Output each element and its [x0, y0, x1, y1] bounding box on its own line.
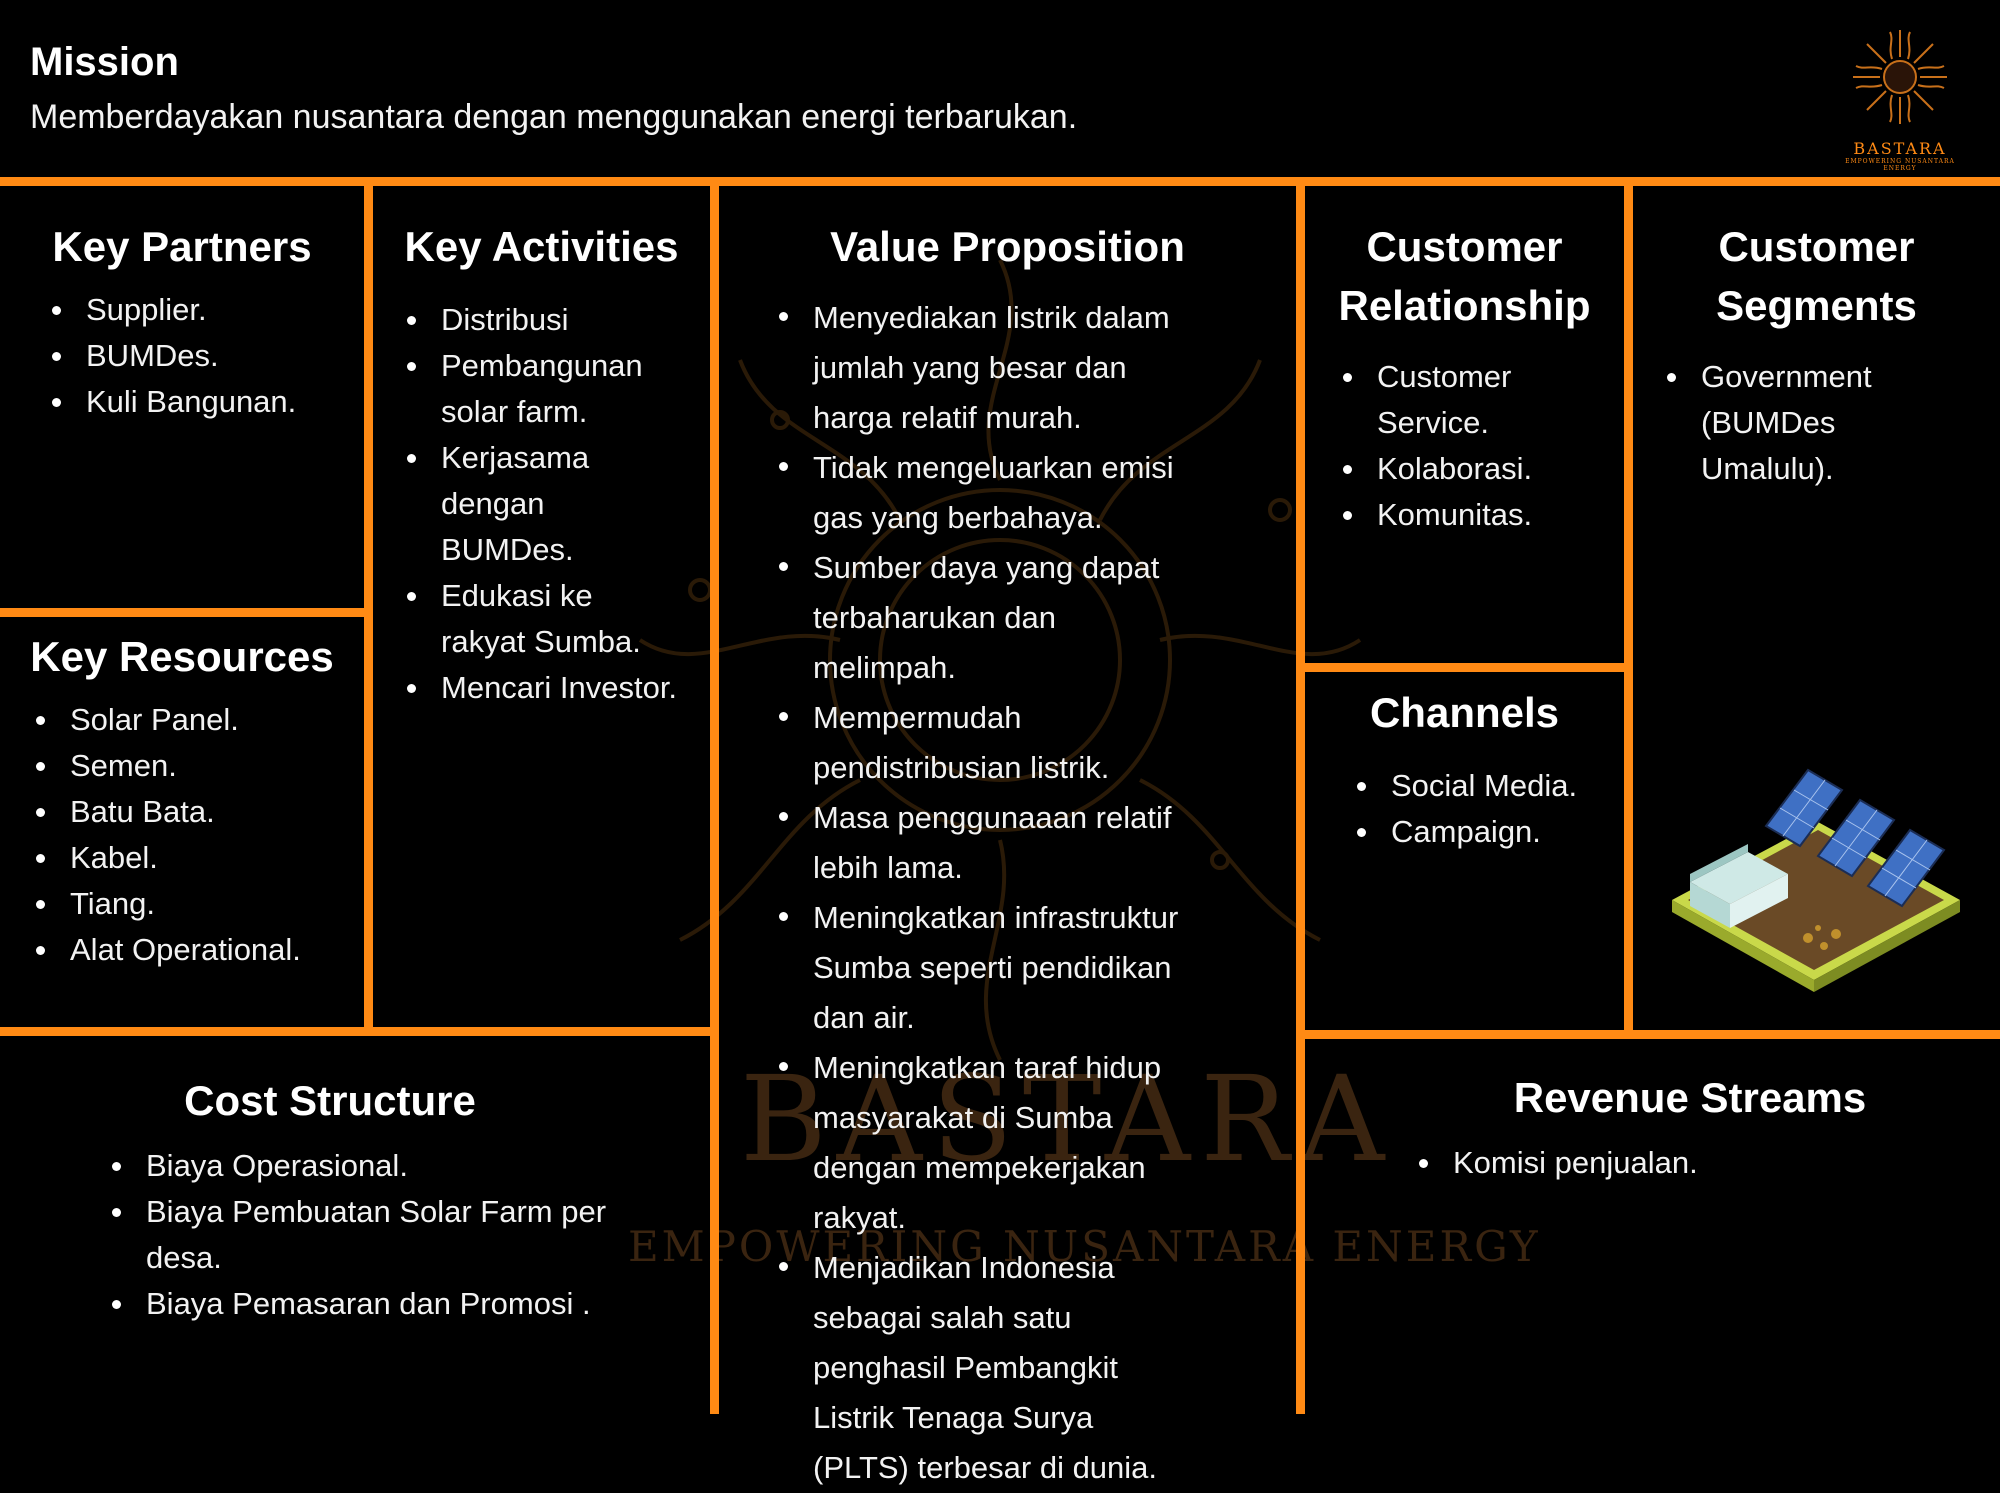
list-item: Biaya Operasional.: [112, 1143, 626, 1189]
list-item: Mempermudah pendistribusian listrik.: [779, 693, 1188, 793]
list-item: Kolaborasi.: [1343, 446, 1577, 492]
list-item: Sumber daya yang dapat terbaharukan dan …: [779, 543, 1188, 693]
customer-segments-block: Customer Segments Government (BUMDes Uma…: [1633, 218, 2000, 492]
list-item: Semen.: [36, 743, 364, 789]
list-item: Mencari Investor.: [407, 665, 681, 711]
logo-brand-name: BASTARA: [1853, 139, 1947, 158]
list-item: Tiang.: [36, 881, 364, 927]
cost-structure-block: Cost Structure Biaya Operasional. Biaya …: [0, 1072, 660, 1327]
logo-tagline: EMPOWERING NUSANTARA ENERGY: [1845, 158, 1955, 172]
channels-title: Channels: [1369, 689, 1560, 736]
sun-icon: [1853, 30, 1947, 124]
divider-v4: [1624, 186, 1633, 1030]
list-item: Alat Operational.: [36, 927, 364, 973]
solar-farm-illustration: [1672, 768, 1960, 992]
list-item: Komisi penjualan.: [1419, 1140, 2000, 1186]
brand-logo: BASTARA EMPOWERING NUSANTARA ENERGY: [1840, 22, 1960, 172]
watermark-brand-name: BASTARA: [740, 1050, 1395, 1188]
list-item: Social Media.: [1357, 763, 1624, 809]
divider-v2: [710, 186, 719, 1414]
list-item: Customer Service.: [1343, 354, 1577, 446]
list-item: Komunitas.: [1343, 492, 1577, 538]
key-resources-title: Key Resources: [30, 633, 334, 680]
divider-h-right: [1305, 1030, 2000, 1039]
list-item: BUMDes.: [52, 333, 364, 379]
customer-relationship-title: Customer Relationship: [1338, 223, 1591, 329]
divider-v1: [364, 186, 373, 1030]
list-item: Distribusi: [407, 297, 681, 343]
list-item: Tidak mengeluarkan emisi gas yang berbah…: [779, 443, 1188, 543]
divider-h-left: [0, 1027, 710, 1036]
mission-title: Mission: [30, 40, 179, 84]
list-item: Meningkatkan infrastruktur Sumba seperti…: [779, 893, 1188, 1043]
list-item: Kuli Bangunan.: [52, 379, 364, 425]
key-activities-block: Key Activities Distribusi Pembangunan so…: [373, 218, 710, 711]
list-item: Supplier.: [52, 287, 364, 333]
list-item: Biaya Pembuatan Solar Farm per desa.: [112, 1189, 626, 1281]
customer-segments-title: Customer Segments: [1716, 223, 1917, 329]
list-item: Masa penggunaaan relatif lebih lama.: [779, 793, 1188, 893]
value-proposition-title: Value Proposition: [830, 223, 1185, 270]
customer-relationship-block: Customer Relationship Customer Service. …: [1305, 218, 1624, 538]
divider-v3: [1296, 186, 1305, 1414]
list-item: Meningkatkan taraf hidup masyarakat di S…: [779, 1043, 1188, 1243]
revenue-streams-title: Revenue Streams: [1513, 1074, 1867, 1121]
cost-structure-title: Cost Structure: [184, 1077, 476, 1124]
list-item: Kabel.: [36, 835, 364, 881]
mission-text: Memberdayakan nusantara dengan menggunak…: [30, 98, 1078, 136]
revenue-streams-block: Revenue Streams Komisi penjualan.: [1305, 1069, 2000, 1186]
channels-block: Channels Social Media. Campaign.: [1305, 684, 1624, 855]
list-item: Campaign.: [1357, 809, 1624, 855]
list-item: Biaya Pemasaran dan Promosi .: [112, 1281, 626, 1327]
key-activities-title: Key Activities: [404, 223, 679, 270]
list-item: Pembangunan solar farm.: [407, 343, 681, 435]
list-item: Batu Bata.: [36, 789, 364, 835]
list-item: Government (BUMDes Umalulu).: [1667, 354, 1921, 492]
key-partners-block: Key Partners Supplier. BUMDes. Kuli Bang…: [0, 218, 364, 425]
key-partners-title: Key Partners: [52, 223, 312, 270]
list-item: Solar Panel.: [36, 697, 364, 743]
list-item: Menyediakan listrik dalam jumlah yang be…: [779, 293, 1188, 443]
value-proposition-block: Value Proposition Menyediakan listrik da…: [719, 218, 1296, 1493]
list-item: Menjadikan Indonesia sebagai salah satu …: [779, 1243, 1188, 1493]
divider-h-partners: [0, 608, 364, 617]
divider-h-relationship: [1305, 663, 1624, 672]
divider-top: [0, 177, 2000, 186]
list-item: Edukasi ke rakyat Sumba.: [407, 573, 681, 665]
list-item: Kerjasama dengan BUMDes.: [407, 435, 681, 573]
key-resources-block: Key Resources Solar Panel. Semen. Batu B…: [0, 628, 364, 973]
